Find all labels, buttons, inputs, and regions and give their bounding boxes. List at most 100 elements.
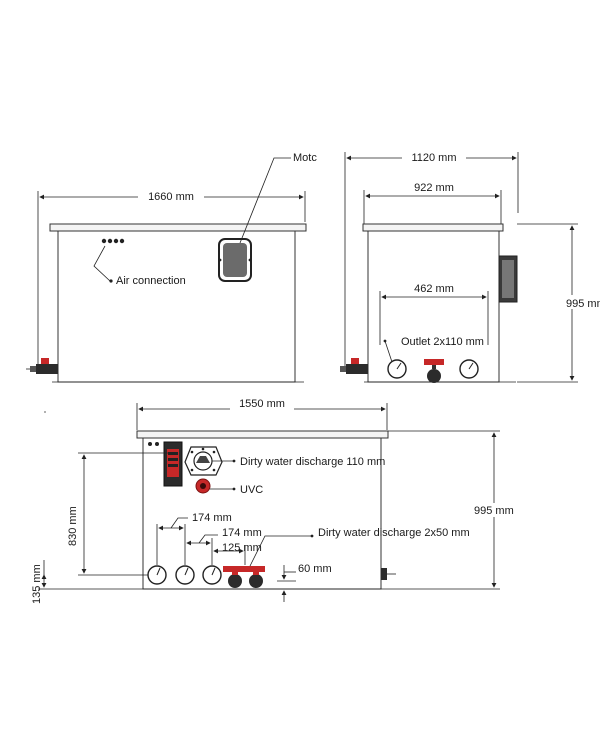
window-bolt: [248, 258, 252, 262]
dirty-2x50-label: Dirty water discharge 2x50 mm: [318, 527, 470, 539]
dim-label-135: 135 mm: [31, 564, 43, 604]
valve-stem: [432, 365, 436, 369]
outlet-left: [387, 359, 407, 379]
outlet-needle: [468, 362, 474, 370]
indicator-dot: [148, 442, 152, 446]
control-slot: [168, 452, 178, 455]
motor-label: Motc: [293, 152, 317, 164]
control-box-panel: [167, 449, 179, 477]
flange-bolt: [190, 450, 194, 454]
tank-body: [367, 230, 500, 383]
indicator-dot: [155, 442, 159, 446]
flange-bolt: [190, 468, 194, 472]
flange-bolt: [212, 450, 216, 454]
dim-label-830: 830 mm: [67, 506, 79, 546]
valve-stem: [253, 572, 259, 575]
view-left-elevation: 1660 mm Air connection Motc: [26, 152, 317, 383]
gauge-needle: [184, 567, 189, 576]
dim-label-bg: [410, 282, 458, 295]
dim-label-174b: 174 mm: [222, 527, 262, 539]
dim-label-60: 60 mm: [298, 563, 332, 575]
dim-leader-174a: [170, 517, 188, 529]
uvc-core: [200, 483, 206, 489]
control-slot: [168, 458, 178, 461]
valve-stem: [232, 572, 238, 575]
dim-label-bg: [230, 397, 294, 411]
view-side-elevation: 1120 mm 922 mm 995 mm 462 mm: [340, 150, 600, 383]
control-slot: [168, 464, 178, 467]
flange-core: [196, 456, 210, 463]
outlet-right: [459, 359, 479, 379]
motor-leader: [239, 157, 291, 244]
gauge-2: [175, 565, 195, 585]
dim-label-995-side: 995 mm: [566, 298, 600, 310]
stray-mark: [44, 411, 46, 413]
tank-body: [57, 230, 296, 383]
dim-label-1120: 1120 mm: [411, 152, 456, 164]
flange-bolt: [212, 468, 216, 472]
valve-side: [340, 358, 368, 374]
valve-bar: [223, 566, 265, 572]
center-valve: [424, 359, 444, 383]
valve-left: [26, 358, 58, 374]
control-box: [163, 441, 183, 487]
dim-label-bg: [402, 150, 466, 164]
leader-dot: [383, 339, 387, 343]
leader-dot: [310, 534, 314, 538]
valve-body: [36, 364, 58, 374]
motor-window: [223, 243, 247, 277]
valve-body: [427, 369, 441, 383]
dim-label-bg: [490, 503, 508, 517]
dual-valve: [223, 566, 265, 588]
leader-dot: [232, 459, 236, 463]
discharge-flange: [184, 446, 223, 476]
valve-body-right: [249, 574, 263, 588]
outlet-leader: [384, 340, 393, 363]
leader-dot: [109, 279, 113, 283]
tank-body: [142, 437, 382, 590]
gauge-3: [202, 565, 222, 585]
gauge-needle: [211, 567, 216, 576]
air-dot: [107, 238, 113, 244]
uvc-label: UVC: [240, 484, 263, 496]
window-bolt: [218, 258, 222, 262]
dim-label-1550: 1550 mm: [239, 398, 285, 410]
dim-label-1660: 1660 mm: [148, 191, 194, 203]
air-dot: [119, 238, 125, 244]
tank-lid: [362, 223, 504, 232]
air-connection-label: Air connection: [116, 275, 186, 287]
valve-handle: [41, 358, 49, 364]
valve-handle: [351, 358, 359, 364]
dim-label-bg: [138, 189, 204, 203]
dim-leader-174b: [198, 534, 218, 544]
tank-lid: [136, 430, 389, 439]
dim-label-922: 922 mm: [414, 182, 454, 194]
valve-stub: [340, 366, 346, 372]
dim-label-174a: 174 mm: [192, 512, 232, 524]
tank-lid: [49, 223, 307, 232]
dim-label-bg: [410, 181, 458, 194]
valve-stub: [30, 366, 36, 372]
air-leader: [93, 245, 111, 282]
valve-handle: [424, 359, 444, 365]
motor-box-inner: [502, 260, 514, 298]
valve-body-left: [228, 574, 242, 588]
outlet-needle: [396, 362, 402, 370]
dim-label-125: 125 mm: [222, 542, 262, 554]
air-dot: [113, 238, 119, 244]
valve-body: [346, 364, 368, 374]
side-fitting: [381, 568, 387, 580]
leader-dot: [232, 487, 236, 491]
air-dot: [101, 238, 107, 244]
dim-label-bg: [568, 295, 586, 309]
dirty-110-label: Dirty water discharge 110 mm: [240, 456, 385, 468]
uvc-unit: [195, 478, 211, 494]
outlet-label: Outlet 2x110 mm: [401, 336, 484, 348]
gauge-1: [147, 565, 167, 585]
view-front-elevation: 1550 mm Dirty water discha: [31, 397, 514, 604]
dirty-2x50-leader: [249, 535, 311, 567]
gauge-needle: [156, 567, 161, 576]
dim-label-bg: [66, 500, 80, 550]
dim-label-462: 462 mm: [414, 283, 454, 295]
